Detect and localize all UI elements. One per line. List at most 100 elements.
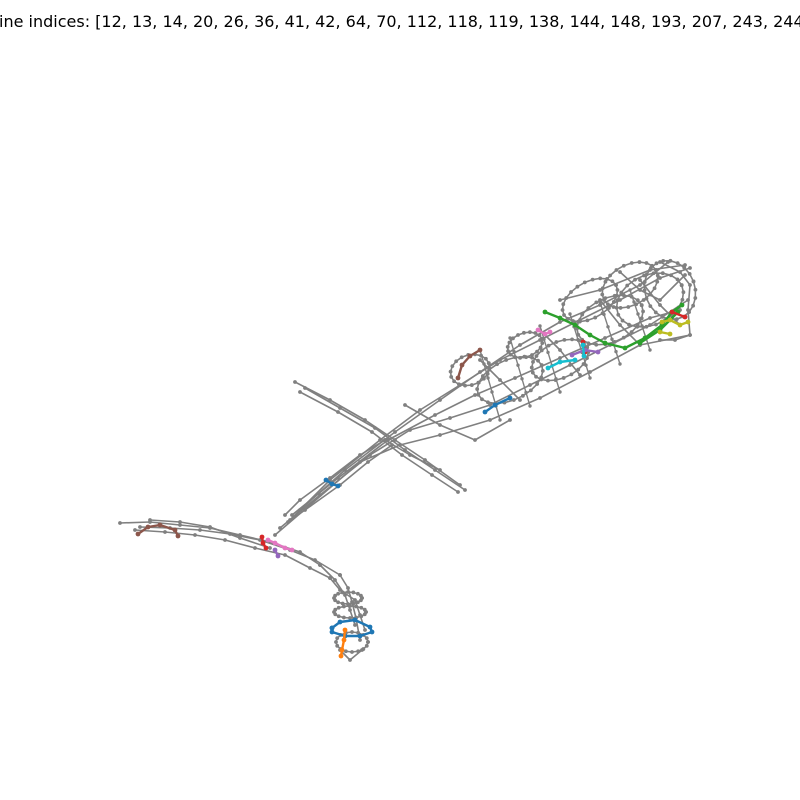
wireframe-line-point (608, 273, 613, 278)
wireframe-line (404, 404, 511, 441)
wireframe-line-point (351, 590, 356, 595)
wireframe-line-point (639, 303, 644, 308)
wireframe-line-point (268, 546, 272, 550)
wireframe-line-point (524, 390, 528, 395)
wireframe-line-point (490, 390, 494, 394)
highlighted-line-point (467, 353, 473, 359)
wireframe-line-point (340, 601, 345, 606)
highlighted-line-point (338, 653, 344, 659)
wireframe-line (304, 387, 466, 491)
wireframe-line-point (473, 438, 477, 442)
wireframe-line-point (373, 426, 377, 430)
wireframe-line-point (654, 261, 659, 266)
wireframe-line-point (538, 345, 543, 350)
wireframe-line-point (433, 468, 437, 472)
wireframe-line-point (603, 279, 608, 284)
wireframe-line-point (335, 643, 340, 648)
wireframe-line-point (223, 538, 227, 542)
wireframe-line-point (333, 578, 337, 582)
highlighted-line-point (667, 317, 673, 323)
highlighted-line-point (587, 332, 593, 338)
wireframe-line-point (486, 376, 490, 380)
wireframe-line-point (478, 370, 482, 374)
wireframe-line-point (530, 370, 535, 375)
highlighted-line-point (335, 483, 341, 489)
wireframe-line-point (533, 331, 538, 335)
wireframe-line-point (355, 591, 360, 596)
wireframe-line-point (198, 528, 202, 532)
wireframe-line-point (534, 374, 538, 379)
wireframe-line-point (588, 376, 592, 380)
highlighted-line-point (545, 365, 551, 371)
wireframe-line-point (530, 353, 534, 357)
wireframe-line-point (363, 628, 367, 632)
wireframe-line-point (582, 280, 587, 285)
wireframe-line-point (688, 283, 692, 287)
wireframe-line-point (679, 283, 684, 288)
highlighted-line-point (157, 522, 163, 528)
highlighted-line-point (569, 352, 575, 358)
wireframe-line-point (577, 319, 582, 324)
wireframe-line-point (542, 337, 546, 341)
wireframe-line-point (360, 648, 364, 652)
wireframe-line-point (600, 292, 605, 297)
wireframe-line-point (569, 372, 574, 377)
wireframe-line-point (358, 453, 362, 457)
wireframe-line-point (163, 530, 167, 534)
wireframe-line-point (238, 536, 242, 540)
highlighted-line-point (482, 409, 488, 415)
highlighted-line-point (259, 534, 265, 540)
wireframe-line (274, 334, 691, 536)
wireframe-line-point (355, 600, 360, 605)
wireframe-line-point (508, 352, 513, 357)
wireframe-line-point (480, 374, 485, 378)
wireframe-line-point (333, 593, 337, 598)
wireframe-line-point (691, 279, 696, 284)
wireframe-line-point (359, 605, 364, 610)
wireframe-line-point (356, 630, 361, 635)
wireframe-line-point (463, 488, 467, 492)
highlighted-line-point (260, 540, 266, 546)
wireframe-line-point (298, 498, 302, 502)
highlighted-line-point (667, 331, 673, 337)
wireframe-line-point (336, 591, 341, 596)
wireframe-line-point (333, 607, 338, 612)
wireframe-line-point (338, 588, 342, 592)
wireframe-line-point (611, 305, 616, 309)
highlighted-line-point (477, 347, 483, 353)
wireframe-line-point (403, 403, 407, 407)
wireframe-line-point (618, 270, 622, 274)
wireframe-line-point (506, 349, 510, 354)
wireframe-line-point (528, 383, 532, 387)
wireframe-line-point (635, 324, 640, 329)
highlighted-line-point (557, 315, 563, 321)
highlighted-line-point (657, 329, 663, 335)
wireframe-line-point (531, 359, 535, 364)
wireframe-line (509, 337, 531, 407)
wireframe-line-point (513, 376, 517, 380)
wireframe-line-point (691, 303, 696, 308)
wireframe-line-point (538, 396, 542, 400)
wireframe-line-point (644, 261, 649, 265)
highlighted-line-point (542, 331, 548, 337)
wireframe-line-point (469, 383, 474, 387)
wireframe-line-point (628, 288, 632, 292)
wireframe-line-point (629, 330, 634, 334)
wireframe-line-point (438, 398, 442, 402)
wireframe-line-point (673, 338, 677, 342)
wireframe-line-point (335, 636, 340, 641)
wireframe-line-point (498, 418, 502, 422)
wireframe-line-point (508, 418, 512, 422)
wireframe-line-point (554, 340, 559, 344)
wireframe-line-point (688, 266, 692, 270)
wireframe-line (479, 349, 501, 421)
highlighted-line-point (329, 481, 335, 487)
wireframe-line-point (475, 387, 480, 391)
wireframe-line-point (602, 312, 606, 317)
wireframe-line-point (554, 377, 558, 381)
wireframe-line-point (463, 383, 467, 388)
wireframe-line-point (586, 341, 591, 346)
wireframe-line-point (546, 343, 551, 348)
wireframe-line-point (644, 272, 649, 277)
wireframe-line-point (148, 518, 152, 522)
